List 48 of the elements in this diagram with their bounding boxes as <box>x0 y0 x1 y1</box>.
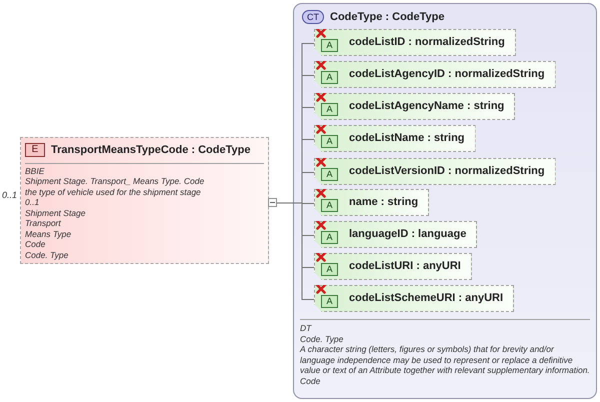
attribute-box <box>314 189 430 216</box>
attribute-icon: A <box>321 199 338 212</box>
annotation-text: Code <box>300 376 322 386</box>
attribute-icon: A <box>321 103 338 116</box>
attribute-box <box>314 158 556 185</box>
annotation-text: DT <box>300 323 313 334</box>
connector-line <box>276 202 294 204</box>
attribute-box <box>314 61 556 88</box>
attribute-icon: A <box>321 39 338 52</box>
connector-line <box>292 202 314 300</box>
attribute-name: codeListURI : anyURI <box>349 259 461 274</box>
attribute-box <box>314 125 476 152</box>
attribute-name: languageID : language <box>349 227 466 242</box>
attribute-icon: A <box>321 168 338 181</box>
attribute-icon: A <box>321 71 338 84</box>
attribute-box <box>314 29 516 56</box>
attribute-icon: A <box>321 263 338 276</box>
attribute-name: codeListSchemeURI : anyURI <box>349 291 504 306</box>
annotation-text: Means Type <box>25 228 72 239</box>
attribute-icon: A <box>321 295 338 308</box>
attribute-name: codeListName : string <box>349 131 465 146</box>
attribute-name: codeListVersionID : normalizedString <box>349 164 545 180</box>
attribute-name: codeListAgencyID : normalizedString <box>349 67 545 82</box>
attribute-name: codeListID : normalizedString <box>349 35 505 50</box>
annotation-text: Code. Type <box>25 250 68 260</box>
attribute-box <box>314 285 514 312</box>
annotation-text: the type of vehicle used for the shipment stage <box>25 186 201 197</box>
attribute-box <box>314 93 516 120</box>
annotation-text: Shipment Stage <box>25 208 86 218</box>
annotation-text: BBIE <box>25 166 44 176</box>
complex-type-icon: CT <box>302 10 324 24</box>
attribute-icon: A <box>321 135 338 148</box>
attribute-icon: A <box>321 231 338 244</box>
annotation-text: 0..1 <box>25 197 40 208</box>
element-name: TransportMeansTypeCode : CodeType <box>51 143 250 158</box>
annotation-text: Transport <box>25 218 61 228</box>
type-name: CodeType : CodeType <box>330 10 444 25</box>
attribute-name: name : string <box>349 195 418 210</box>
element-icon: E <box>25 143 45 158</box>
attribute-box <box>314 253 472 280</box>
attribute-box <box>314 221 478 248</box>
annotation-text: Shipment Stage. Transport_ Means Type. Code <box>25 176 204 186</box>
complex-type-box <box>293 3 597 399</box>
annotation-text: Code. Type <box>300 334 344 344</box>
attribute-name: codeListAgencyName : string <box>349 99 504 114</box>
annotation-text: Code <box>25 239 46 250</box>
annotation-text: A character string (letters, figures or symbols) that for brevity and/or language independence may be used to represent or replace a definitive value or text of an Attribute together with relevant supplementary information. <box>300 344 590 376</box>
cardinality-label: 0..1 <box>2 189 18 202</box>
